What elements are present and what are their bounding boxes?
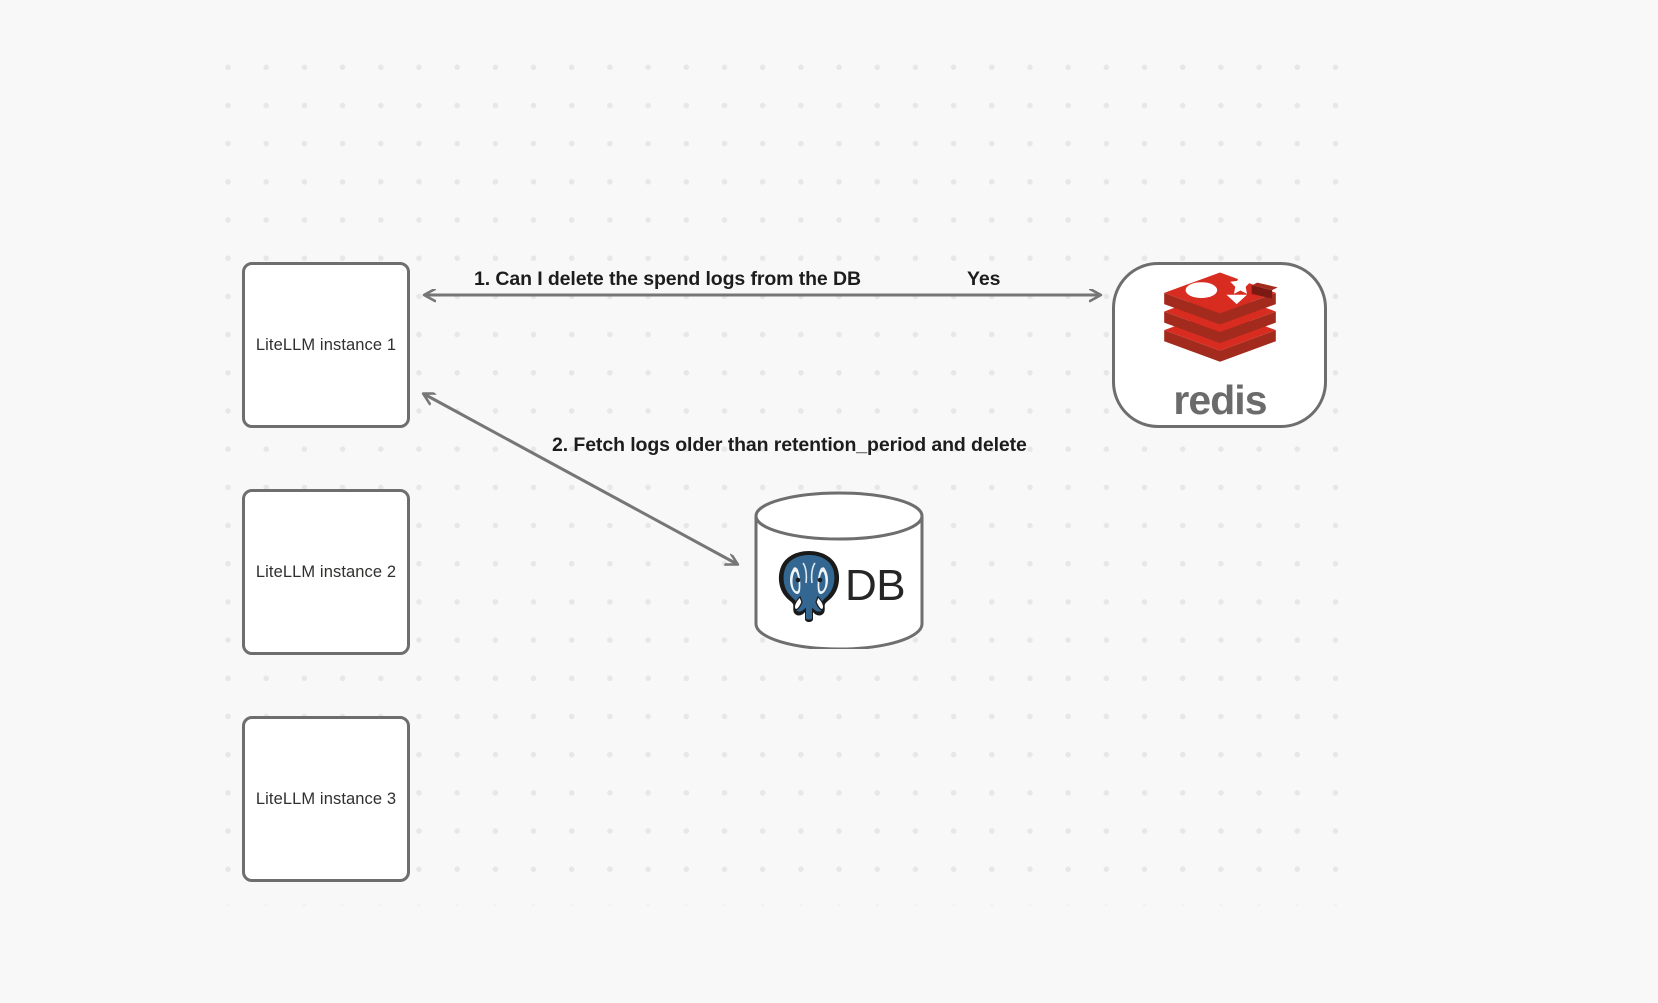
node-label-litellm-1: LiteLLM instance 1	[255, 335, 397, 354]
database-label: DB	[844, 561, 906, 610]
redis-logo-icon	[1163, 272, 1278, 362]
node-label-litellm-3: LiteLLM instance 3	[255, 789, 397, 808]
database-logo-group: DB	[753, 543, 925, 629]
node-database[interactable]: DB	[753, 491, 925, 651]
redis-wordmark-text: redis	[1173, 377, 1266, 423]
edge-litellm1-database	[424, 394, 737, 564]
edge-label-2: 2. Fetch logs older than retention_perio…	[552, 434, 1027, 456]
database-cylinder-icon	[754, 491, 924, 651]
edge-label-1: 1. Can I delete the spend logs from the …	[474, 268, 861, 290]
node-litellm-instance-3[interactable]: LiteLLM instance 3	[242, 716, 410, 882]
edge-label-yes: Yes	[967, 268, 1001, 290]
node-redis[interactable]: redis	[1112, 262, 1327, 428]
node-label-litellm-2: LiteLLM instance 2	[255, 562, 397, 581]
postgresql-elephant-icon	[778, 551, 840, 622]
node-litellm-instance-2[interactable]: LiteLLM instance 2	[242, 489, 410, 655]
node-litellm-instance-1[interactable]: LiteLLM instance 1	[242, 262, 410, 428]
redis-wordmark: redis	[1173, 377, 1267, 423]
